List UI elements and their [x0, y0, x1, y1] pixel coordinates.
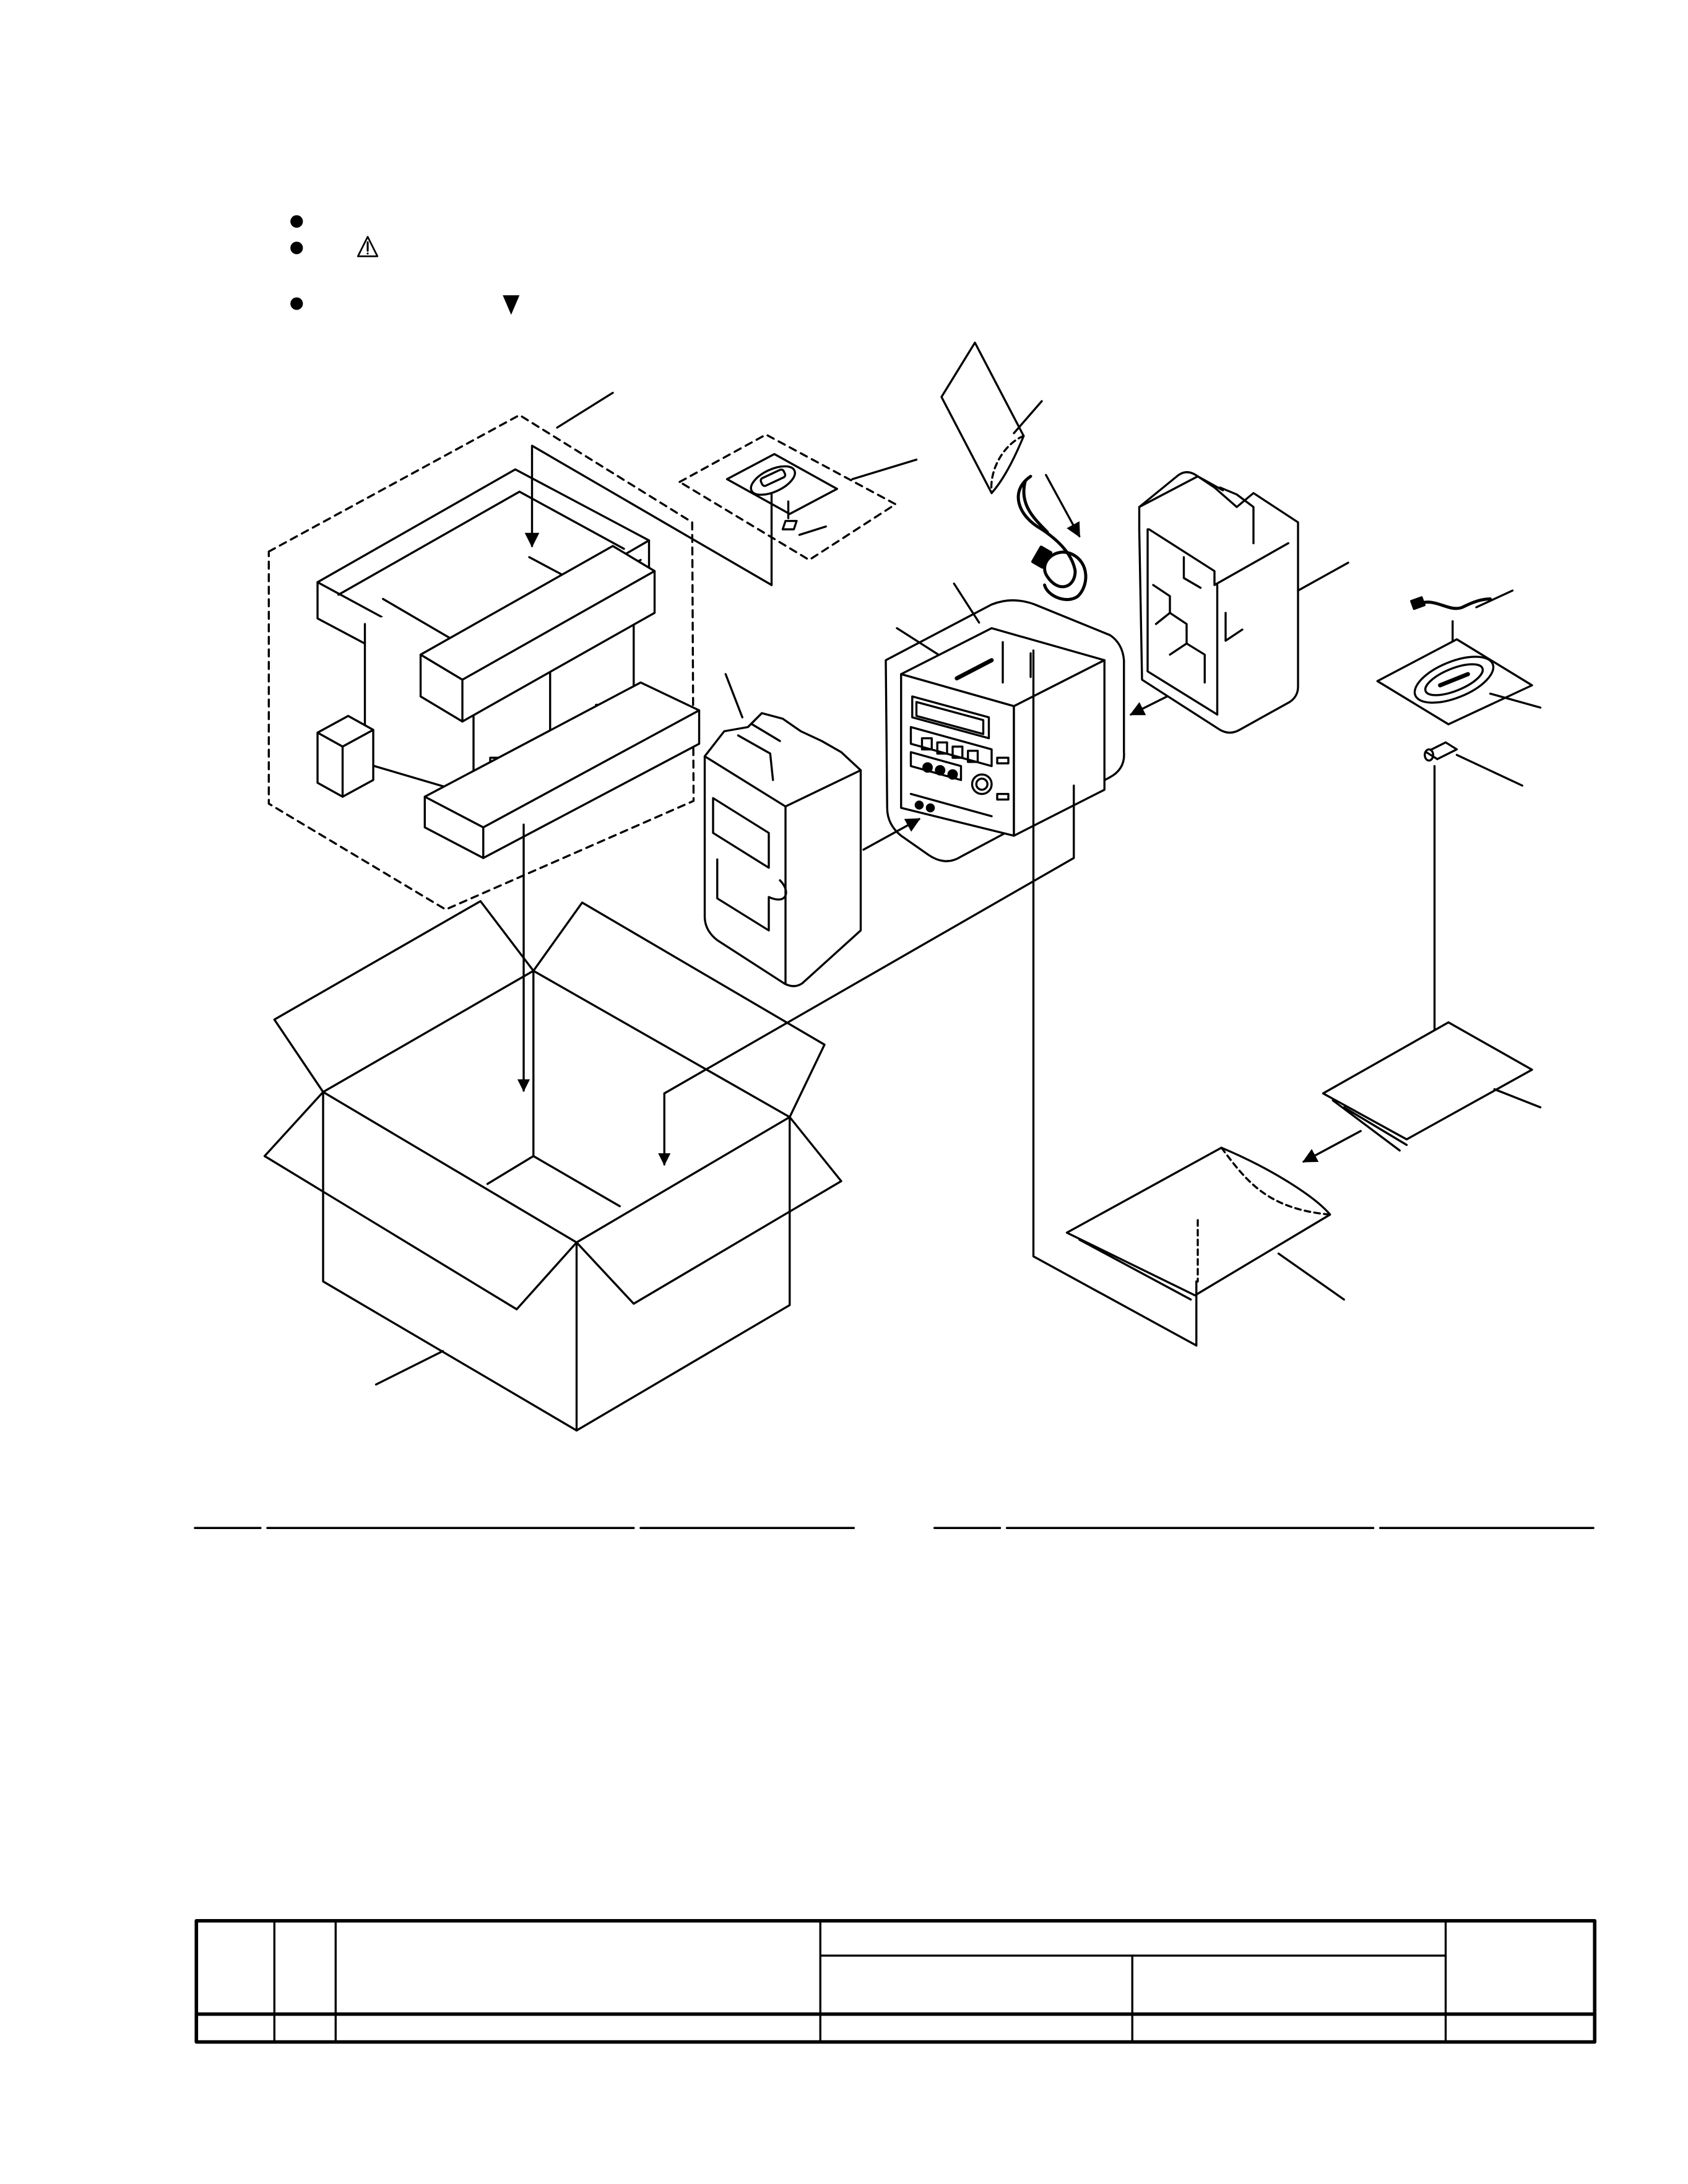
leader-line — [1297, 561, 1349, 592]
revision-table — [194, 1918, 1597, 2044]
fm-antenna — [1416, 597, 1492, 610]
leader-line — [1493, 1088, 1542, 1109]
leader-line — [953, 583, 980, 624]
battery-icon — [1424, 741, 1458, 762]
leader-line — [724, 673, 743, 719]
main-unit-bag — [885, 599, 1125, 862]
carton-box — [263, 823, 842, 1432]
right-foam-cushion — [1138, 471, 1349, 734]
ac-cord — [1016, 475, 1088, 601]
leader-line — [1277, 1252, 1345, 1301]
instruction-manual — [1302, 1021, 1542, 1163]
leader-line — [1489, 692, 1542, 709]
notes-block — [290, 215, 520, 315]
leader-line — [798, 525, 827, 536]
leader-line — [1013, 400, 1043, 435]
main-unit — [658, 583, 1198, 1347]
note-bullet — [290, 297, 303, 310]
warning-triangle-icon — [357, 236, 379, 258]
leader-line — [1475, 589, 1514, 609]
leader-line — [1455, 753, 1523, 787]
leader-line — [556, 391, 614, 429]
down-triangle-icon — [503, 295, 520, 315]
dashed-group-outline — [267, 414, 695, 911]
unit-plastic-bag — [1065, 1146, 1345, 1347]
left-foam-cushion — [703, 673, 862, 987]
dashed-group-outline — [678, 433, 897, 561]
remote-control-bag — [678, 433, 918, 561]
leader-line — [851, 458, 918, 480]
note-bullet — [290, 215, 303, 228]
leader-line — [374, 1350, 444, 1386]
note-bullet — [290, 241, 303, 254]
accessories-group — [1376, 589, 1542, 1063]
speaker-packing-group — [267, 391, 773, 911]
table-border — [194, 1918, 1597, 2044]
ac-cord-bag — [940, 341, 1088, 601]
